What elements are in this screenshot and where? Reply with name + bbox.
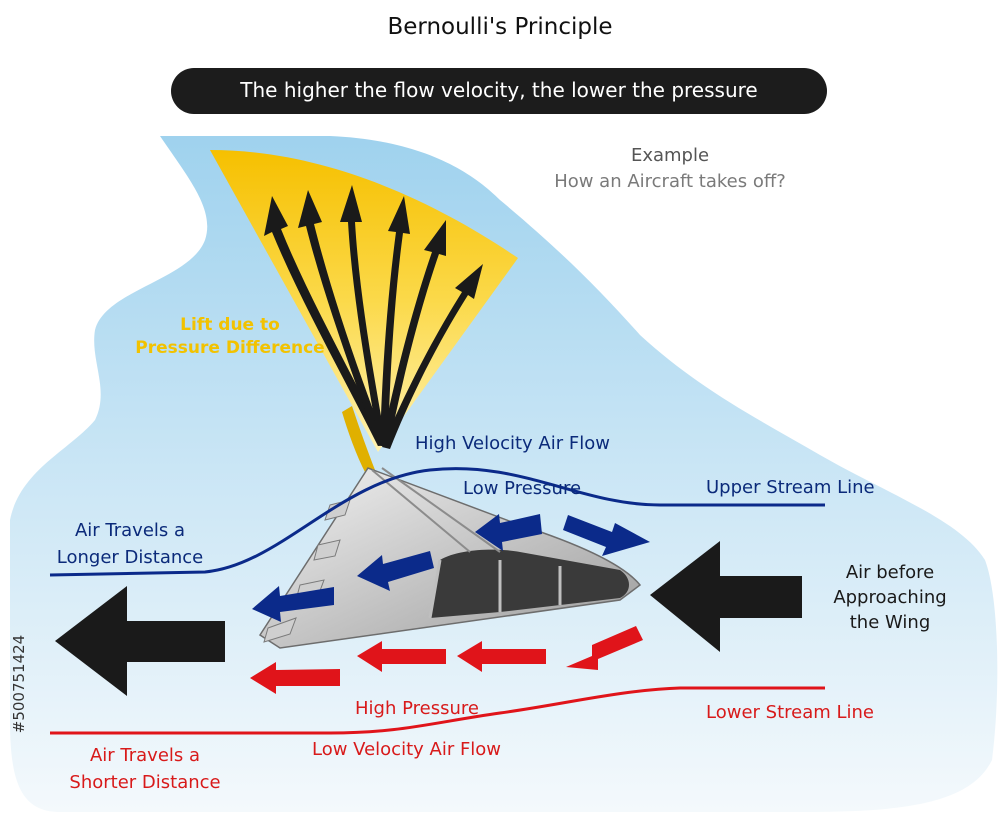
high-velocity-label: High Velocity Air Flow — [415, 433, 610, 454]
lift-arrow-icon — [298, 190, 386, 446]
low-pressure-label: Low Pressure — [463, 478, 582, 499]
lift-label: Lift due to Pressure Difference — [130, 314, 330, 360]
air-arrow-icon — [650, 541, 802, 652]
shorter-distance-line2: Shorter Distance — [69, 772, 221, 793]
air-before-label: Air before Approaching the Wing — [800, 560, 980, 635]
example-question: How an Aircraft takes off? — [554, 171, 786, 192]
upper-stream-line — [49, 467, 825, 577]
lower-stream-label: Lower Stream Line — [706, 702, 875, 723]
air-arrow-icon — [475, 514, 542, 551]
air-arrow-icon — [457, 641, 546, 672]
shorter-distance-line1: Air Travels a — [89, 745, 201, 766]
longer-distance-line2: Longer Distance — [56, 547, 204, 568]
example-heading: Example — [630, 145, 710, 166]
lift-arrow-icon — [381, 220, 446, 446]
stock-id-text: #500751424 — [10, 634, 28, 734]
air-arrow-icon — [252, 586, 334, 622]
lift-label-line2: Pressure Difference — [135, 338, 325, 358]
air-arrow-icon — [55, 586, 225, 696]
air-arrow-icon — [563, 515, 650, 556]
high-pressure-label: High Pressure — [355, 698, 479, 719]
wing-icon — [342, 406, 375, 474]
lift-arrow-icon — [264, 196, 386, 446]
lower-flow-arrows — [250, 626, 643, 694]
page-title: Bernoulli's Principle — [387, 14, 613, 40]
lower-stream-line — [50, 686, 825, 735]
longer-distance-label: Air Travels a Longer Distance — [30, 517, 230, 571]
lift-arrow-icon — [382, 264, 483, 449]
upper-flow-arrows — [252, 514, 650, 622]
air-before-line1: Air before — [845, 562, 935, 583]
air-arrow-icon — [250, 662, 340, 694]
upper-stream-label: Upper Stream Line — [706, 477, 875, 498]
lift-arrows — [264, 185, 483, 449]
longer-distance-line1: Air Travels a — [74, 520, 186, 541]
air-arrow-icon — [357, 641, 446, 672]
subtitle-banner — [171, 68, 827, 114]
shorter-distance-label: Air Travels a Shorter Distance — [45, 742, 245, 796]
subtitle: The higher the flow velocity, the lower … — [240, 78, 758, 102]
air-arrow-icon — [357, 551, 434, 591]
lift-label-line1: Lift due to — [180, 315, 280, 335]
air-before-line3: the Wing — [849, 612, 931, 633]
low-velocity-label: Low Velocity Air Flow — [312, 739, 502, 760]
air-arrow-icon — [566, 626, 643, 670]
lift-arrow-icon — [340, 185, 386, 446]
stock-id-watermark: #500751424 — [4, 580, 34, 800]
air-before-line2: Approaching — [833, 587, 947, 608]
lift-arrow-icon — [380, 196, 410, 446]
